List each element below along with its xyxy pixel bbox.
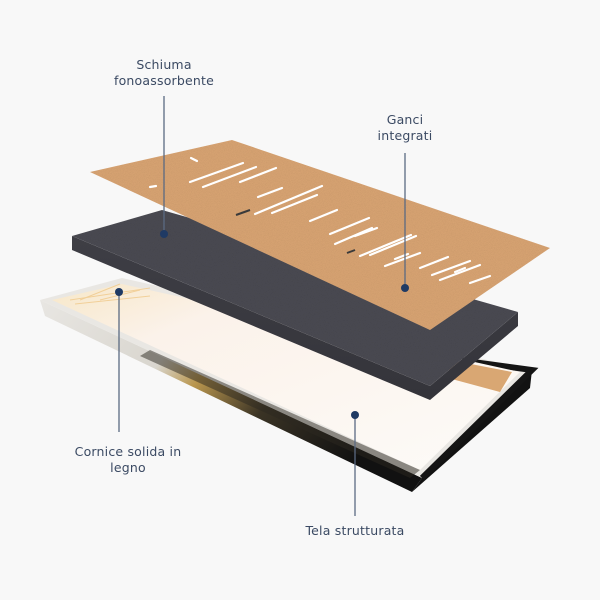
foam-top <box>72 210 518 386</box>
marker-dot-hooks <box>401 284 409 292</box>
label-canvas-line1: Tela strutturata <box>305 523 405 538</box>
leader-hooks <box>401 153 409 292</box>
leader-canvas <box>351 411 359 516</box>
label-hooks: Ganci integrati <box>355 112 455 144</box>
label-hooks-line2: integrati <box>377 128 433 143</box>
label-foam-line1: Schiuma <box>136 57 192 72</box>
foam-layer <box>72 210 518 400</box>
kraft-board-layer <box>90 140 550 330</box>
marker-dot-frame <box>115 288 123 296</box>
label-canvas: Tela strutturata <box>295 523 415 539</box>
leader-frame <box>115 288 123 432</box>
label-foam: Schiuma fonoassorbente <box>104 57 224 89</box>
frame-layer <box>40 278 539 492</box>
label-frame: Cornice solida in legno <box>58 444 198 476</box>
marker-dot-canvas <box>351 411 359 419</box>
label-frame-line1: Cornice solida in <box>74 444 182 459</box>
canvas-face <box>52 284 520 470</box>
label-hooks-line1: Ganci <box>386 112 424 127</box>
label-foam-line2: fonoassorbente <box>113 73 215 88</box>
leader-foam <box>160 96 168 238</box>
marker-dot-foam <box>160 230 168 238</box>
label-frame-line2: legno <box>110 460 146 475</box>
hanging-slots <box>148 156 492 285</box>
kraft-board <box>90 140 550 330</box>
